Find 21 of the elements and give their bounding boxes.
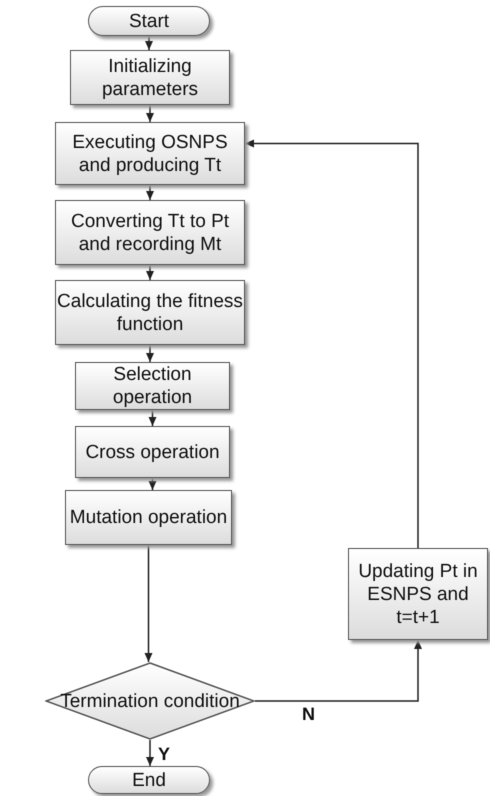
arrow bbox=[146, 105, 154, 122]
process-box: Initializing parameters bbox=[70, 50, 230, 105]
arrow bbox=[145, 36, 153, 50]
process-box: Selection operation bbox=[75, 362, 230, 410]
process-box: Calculating the fitness function bbox=[55, 280, 245, 345]
arrow bbox=[146, 185, 154, 200]
process-box: Executing OSNPS and producing Tt bbox=[55, 122, 245, 185]
arrow bbox=[146, 740, 154, 766]
arrow bbox=[245, 140, 419, 548]
arrow bbox=[255, 640, 422, 702]
process-box: Updating Pt in ESNPS and t=t+1 bbox=[348, 548, 488, 640]
arrow bbox=[144, 545, 152, 662]
process-box: Mutation operation bbox=[65, 490, 232, 545]
arrow bbox=[146, 345, 154, 362]
process-box: Cross operation bbox=[75, 426, 230, 478]
arrow bbox=[148, 410, 156, 426]
arrow bbox=[146, 265, 154, 280]
decision-text: Termination condition bbox=[60, 690, 240, 712]
arrow bbox=[148, 478, 156, 490]
decision-diamond bbox=[45, 662, 255, 740]
process-box: Converting Tt to Pt and recording Mt bbox=[55, 200, 245, 265]
